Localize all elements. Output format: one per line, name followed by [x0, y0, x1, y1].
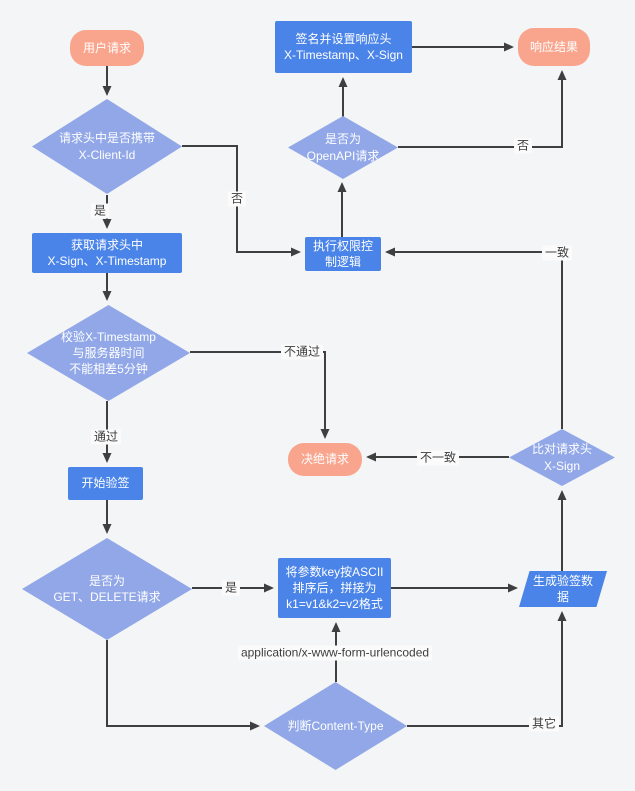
node-ascii-sort: 将参数key按ASCII 排序后，拼接为 k1=v1&k2=v2格式: [278, 558, 391, 618]
edge-label-no-clientid: 否: [227, 191, 247, 207]
node-reject-request: 决绝请求: [288, 443, 362, 476]
edge-label-match: 一致: [541, 245, 573, 261]
edge-getdelete-to-contenttype: [106, 640, 260, 731]
node-start-verify: 开始验签: [68, 467, 143, 500]
node-get-request-headers: 获取请求头中 X-Sign、X-Timestamp: [32, 233, 182, 273]
node-sign-response-headers: 签名并设置响应头 X-Timestamp、X-Sign: [275, 21, 412, 73]
edge-label-yes-clientid: 是: [90, 203, 110, 219]
edge-label-fail: 不通过: [280, 344, 324, 360]
edge-label-no-openapi: 否: [513, 138, 533, 154]
edge-label-content-form: application/x-www-form-urlencoded: [237, 645, 433, 661]
node-start: 用户请求: [70, 30, 144, 66]
edge-label-mismatch: 不一致: [416, 450, 460, 466]
node-gen-verify-data: 生成验签数 据: [519, 571, 607, 607]
edge-isopenapi-to-response: [398, 70, 567, 148]
edge-contenttype-to-gendata: [407, 611, 567, 727]
node-exec-auth-logic: 执行权限控 制逻辑: [305, 237, 381, 271]
node-response-result: 响应结果: [518, 28, 590, 66]
edge-label-pass: 通过: [90, 429, 122, 445]
edge-label-content-other: 其它: [528, 716, 560, 732]
edge-label-yes-getdelete: 是: [221, 580, 241, 596]
edge-checkts-to-reject: [190, 351, 330, 439]
edge-comparesign-to-execauth: [385, 247, 563, 429]
